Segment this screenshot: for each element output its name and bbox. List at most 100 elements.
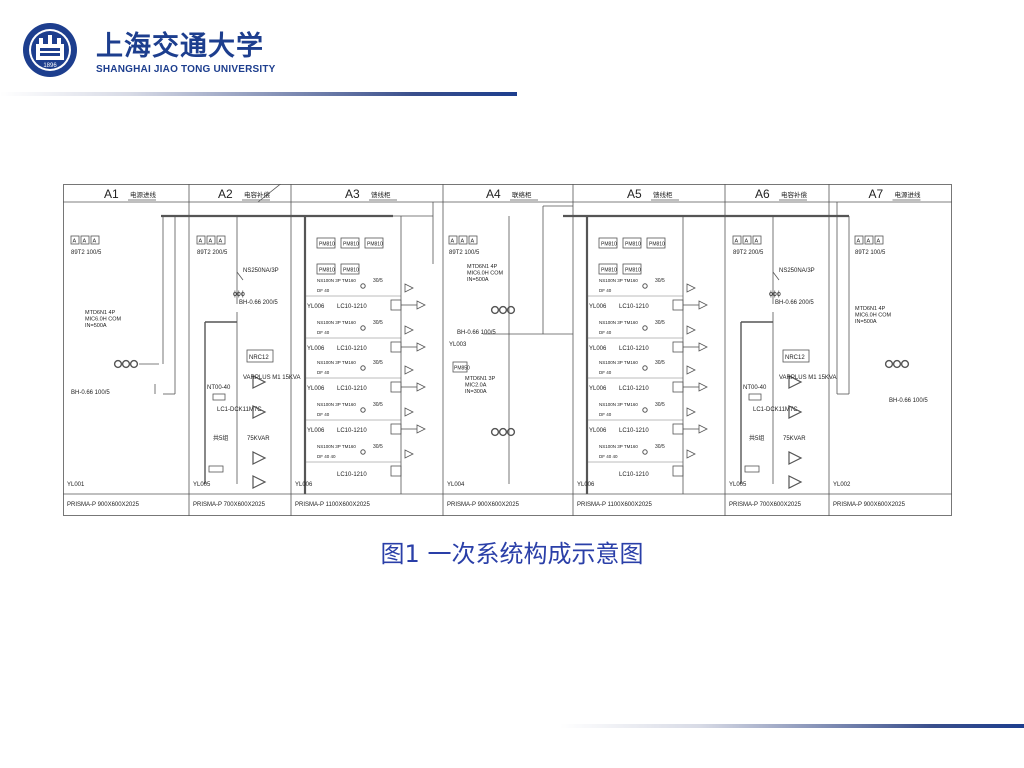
a7-ct: 89T2 100/5 <box>855 250 886 256</box>
a3-breaker: NS100N 3P TM160 <box>317 360 356 365</box>
a3-ct-coil <box>360 407 366 413</box>
panel-size-A3: PRISMA-P 1100X600X2025 <box>295 502 370 508</box>
a3-breaker: NS100N 3P TM160 <box>317 278 356 283</box>
a5-yl: YL006 <box>589 428 607 434</box>
a6-switch-blade <box>772 271 780 281</box>
a4-breaker2: MIC2.0A <box>465 383 487 389</box>
a6-meter-boxes-a: A <box>755 239 759 245</box>
a5-pm <box>646 237 666 249</box>
a5-ct-coil <box>642 365 648 371</box>
a3-pm-label: PM810 <box>319 242 335 248</box>
a1-meter: BH-0.66 100/5 <box>71 390 110 396</box>
university-name-en: SHANGHAI JIAO TONG UNIVERSITY <box>96 64 276 75</box>
a3-relay-box <box>390 423 402 435</box>
a1-meter-boxes <box>90 235 100 245</box>
panel-id-A5: A5 <box>627 187 642 201</box>
a4-coils <box>506 305 516 315</box>
a5-yl: YL006 <box>589 386 607 392</box>
a3-df: DF 40 40 <box>317 454 336 459</box>
a3-ct: 30/5 <box>373 402 383 408</box>
a2-meter-boxes <box>196 235 206 245</box>
a5-ct-coil <box>642 283 648 289</box>
panel-bus-A3: YL006 <box>295 482 313 488</box>
panel-id-A4: A4 <box>486 187 501 201</box>
a6-meter-boxes <box>732 235 742 245</box>
a5-df: DF 40 <box>599 412 612 417</box>
figure-caption: 图1 一次系统构成示意图 <box>380 540 644 568</box>
a2-cap: 75KVAR <box>247 436 270 442</box>
a2-meter-boxes <box>216 235 226 245</box>
a4-meter-boxes <box>458 235 468 245</box>
panel-id-A2: A2 <box>218 187 233 201</box>
a2-ct2: BH-0.66 200/5 <box>239 300 278 306</box>
a4-breaker: IN=500A <box>467 277 489 283</box>
a1-coils <box>121 359 131 369</box>
a5-out-arrow <box>698 342 708 352</box>
a2-fuse <box>212 393 226 401</box>
a3-pm <box>340 263 360 275</box>
a3-lc: LC10-1210 <box>337 386 367 392</box>
a3-breaker: NS100N 3P TM160 <box>317 444 356 449</box>
university-seal-logo: 1896 <box>23 23 77 77</box>
a5-arrow <box>686 325 696 335</box>
panel-size-A4: PRISMA-P 900X600X2025 <box>447 502 520 508</box>
a1-breaker: MIC6.0H COM <box>85 317 121 323</box>
a5-ct: 30/5 <box>655 360 665 366</box>
a5-pm-label: PM810 <box>601 242 617 248</box>
a3-ct: 30/5 <box>373 320 383 326</box>
a5-pm <box>598 237 618 249</box>
a2-ctrl-box <box>246 349 274 363</box>
a5-pm <box>598 263 618 275</box>
a2-meter-boxes-a: A <box>209 239 213 245</box>
a3-df: DF 40 <box>317 412 330 417</box>
a1-meter-boxes <box>70 235 80 245</box>
a6-meter-boxes-a: A <box>745 239 749 245</box>
a2-ctrl: NRC12 <box>249 355 269 361</box>
a5-pm <box>622 237 642 249</box>
a6-ct2: BH-0.66 200/5 <box>775 300 814 306</box>
a3-df: DF 40 <box>317 370 330 375</box>
a6-switch: NS250NA/3P <box>779 268 815 274</box>
a3-ct: 30/5 <box>373 444 383 450</box>
a7-meter-boxes-a: A <box>857 239 861 245</box>
a7-meter-boxes <box>874 235 884 245</box>
a1-coils <box>113 359 123 369</box>
a3-pm <box>316 263 336 275</box>
a5-ct: 30/5 <box>655 444 665 450</box>
a5-out-arrow <box>698 424 708 434</box>
a3-out-arrow <box>416 300 426 310</box>
a6-cap: 75KVAR <box>783 436 806 442</box>
panel-id-A7: A7 <box>869 187 884 201</box>
a3-pm <box>340 237 360 249</box>
a3-ct-coil <box>360 283 366 289</box>
a3-out-arrow <box>416 342 426 352</box>
panel-size-A5: PRISMA-P 1100X600X2025 <box>577 502 652 508</box>
a1-breaker: IN=500A <box>85 323 107 329</box>
a5-yl: YL006 <box>589 304 607 310</box>
a4-coils <box>498 305 508 315</box>
a6-fuse <box>748 393 762 401</box>
a5-lc: LC10-1210 <box>619 386 649 392</box>
a7-meter-boxes <box>864 235 874 245</box>
panel-id-A6: A6 <box>755 187 770 201</box>
panel-size-A1: PRISMA-P 900X600X2025 <box>67 502 140 508</box>
a6-varplus: VARPLUS M1 15KVA <box>779 375 836 381</box>
a3-pm-label: PM810 <box>319 268 335 274</box>
a2-lc: LC1-DCK11M7C <box>217 407 262 413</box>
a5-breaker: NS100N 3P TM160 <box>599 278 638 283</box>
a1-breaker: MTD6N1 4P <box>85 310 116 316</box>
a3-df: DF 40 <box>317 288 330 293</box>
a3-yl: YL006 <box>307 304 325 310</box>
a2-meter-boxes-a: A <box>199 239 203 245</box>
a7-meter: BH-0.66 100/5 <box>889 398 928 404</box>
a6-lc: LC1-DCK11M7C <box>753 407 798 413</box>
panel-bus-A2: YL005 <box>193 482 211 488</box>
a3-ct-coil <box>360 325 366 331</box>
a4-breaker2: MTD6N1 3P <box>465 376 496 382</box>
a1-ct: 89T2 100/5 <box>71 250 102 256</box>
a1-meter-boxes <box>80 235 90 245</box>
diagram-frame <box>63 184 952 516</box>
a3-arrow <box>404 449 414 459</box>
svg-text:1896: 1896 <box>43 63 57 69</box>
